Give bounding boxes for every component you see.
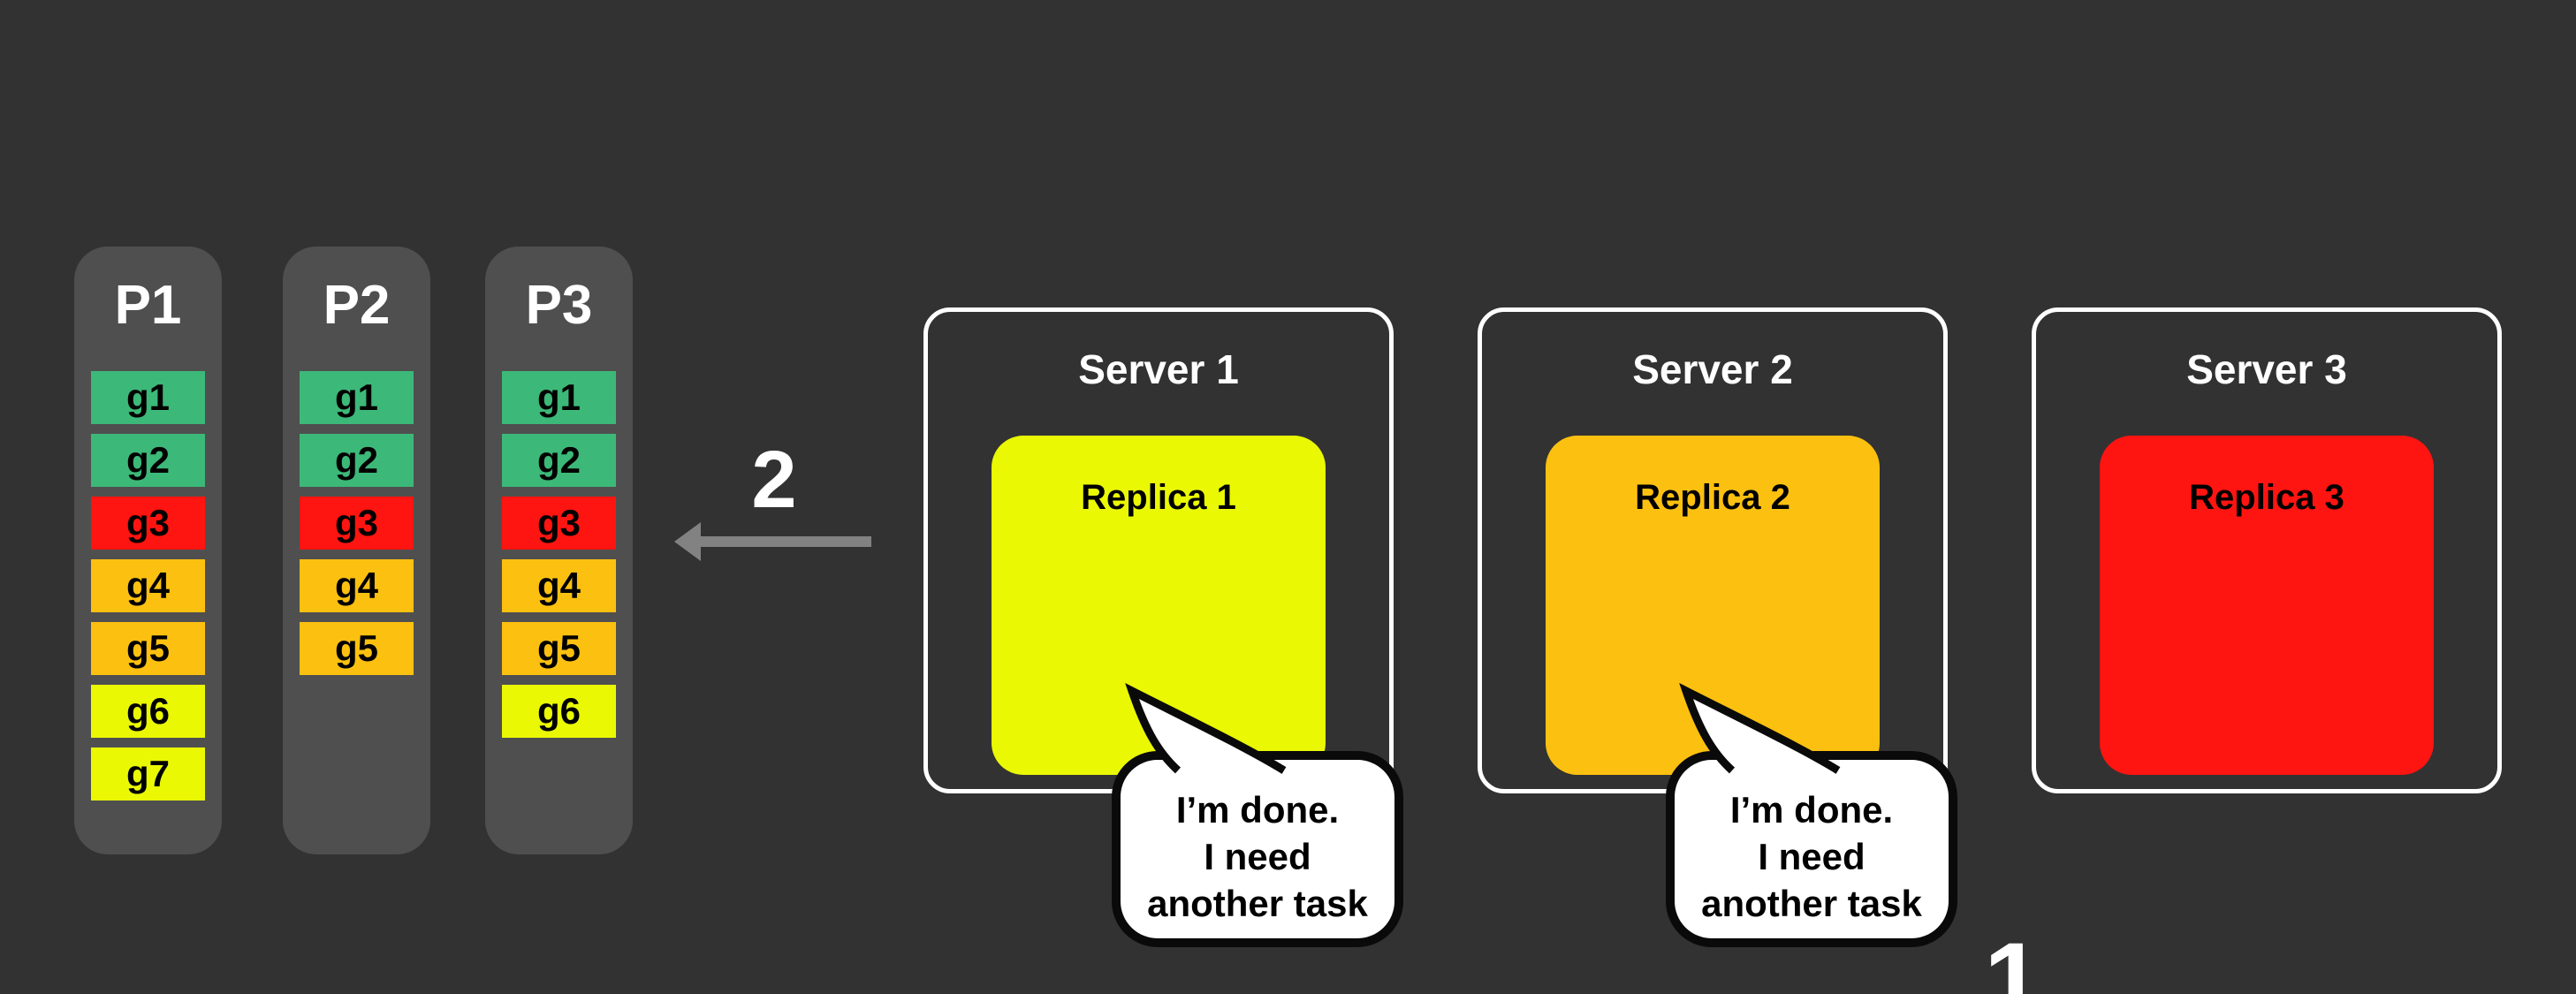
step-2-arrow-icon [674,522,871,561]
task-cell-g5: g5 [91,622,205,675]
task-cell-g6: g6 [502,685,616,738]
replica-1-box: Replica 1 [992,436,1326,775]
task-cell-g5: g5 [502,622,616,675]
speech-bubble-server-1-text: I’m done. I need another task [1147,789,1368,924]
replica-2-box: Replica 2 [1546,436,1880,775]
speech-bubble-server-1: I’m done. I need another task [1112,751,1403,947]
server-3-box: Server 3 Replica 3 [2032,307,2502,793]
server-2-title: Server 2 [1632,346,1793,392]
task-cell-g4: g4 [300,559,414,612]
partition-p1-title: P1 [114,275,182,336]
task-cell-g5: g5 [300,622,414,675]
partition-p1-tasks: g1 g2 g3 g4 g5 g6 g7 [91,371,205,801]
server-2-box: Server 2 Replica 2 [1478,307,1948,793]
speech-bubble-server-2-text: I’m done. I need another task [1701,789,1922,924]
task-cell-g6: g6 [91,685,205,738]
replica-3-label: Replica 3 [2189,478,2344,517]
task-cell-g1: g1 [502,371,616,424]
task-cell-g2: g2 [300,434,414,487]
server-1-box: Server 1 Replica 1 [923,307,1394,793]
replica-2-label: Replica 2 [1635,478,1790,517]
task-cell-g3: g3 [91,497,205,550]
task-cell-g4: g4 [91,559,205,612]
step-2-label: 2 [751,435,797,525]
partition-p3: P3 g1 g2 g3 g4 g5 g6 [485,247,633,854]
step-1-label: 1 [1984,922,2042,994]
task-cell-g7: g7 [91,747,205,801]
task-cell-g3: g3 [502,497,616,550]
task-cell-g2: g2 [502,434,616,487]
task-cell-g1: g1 [300,371,414,424]
task-cell-g3: g3 [300,497,414,550]
replica-1-label: Replica 1 [1081,478,1236,517]
task-cell-g1: g1 [91,371,205,424]
replica-3-box: Replica 3 [2100,436,2434,775]
server-1-title: Server 1 [1078,346,1239,392]
partition-p2-title: P2 [323,275,391,336]
task-cell-g2: g2 [91,434,205,487]
partition-p3-tasks: g1 g2 g3 g4 g5 g6 [502,371,616,738]
speech-bubble-server-2: I’m done. I need another task [1666,751,1957,947]
partition-p1: P1 g1 g2 g3 g4 g5 g6 g7 [74,247,222,854]
partition-p2-tasks: g1 g2 g3 g4 g5 [300,371,414,675]
partition-p3-title: P3 [525,275,593,336]
partition-p2: P2 g1 g2 g3 g4 g5 [283,247,430,854]
task-cell-g4: g4 [502,559,616,612]
server-3-title: Server 3 [2186,346,2347,392]
